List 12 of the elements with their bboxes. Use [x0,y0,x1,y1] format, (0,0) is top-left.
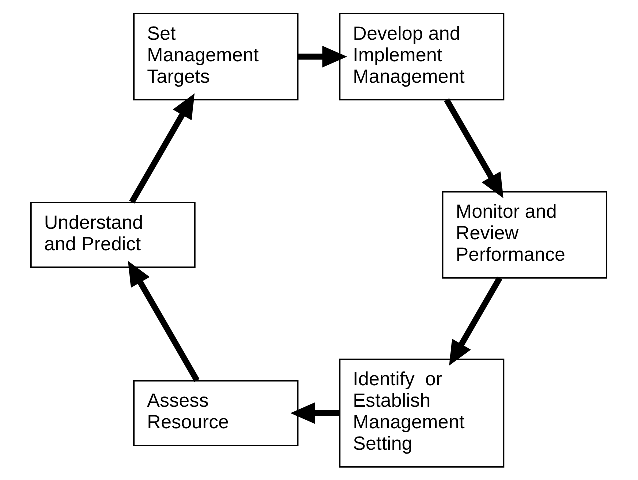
node-box: Monitor and Review Performance [442,190,608,278]
arrow [298,46,348,68]
arrow [444,98,504,198]
node-box: Identify or Establish Management Setting [339,358,505,468]
node-box: Assess Resource [133,380,299,446]
arrow [129,93,195,204]
node-box: Develop and Implement Management [339,12,505,100]
node-box: Set Management Targets [133,12,299,100]
arrow [290,402,340,424]
arrow [128,260,200,382]
node-box: Understand and Predict [30,202,196,268]
arrow [449,276,503,366]
